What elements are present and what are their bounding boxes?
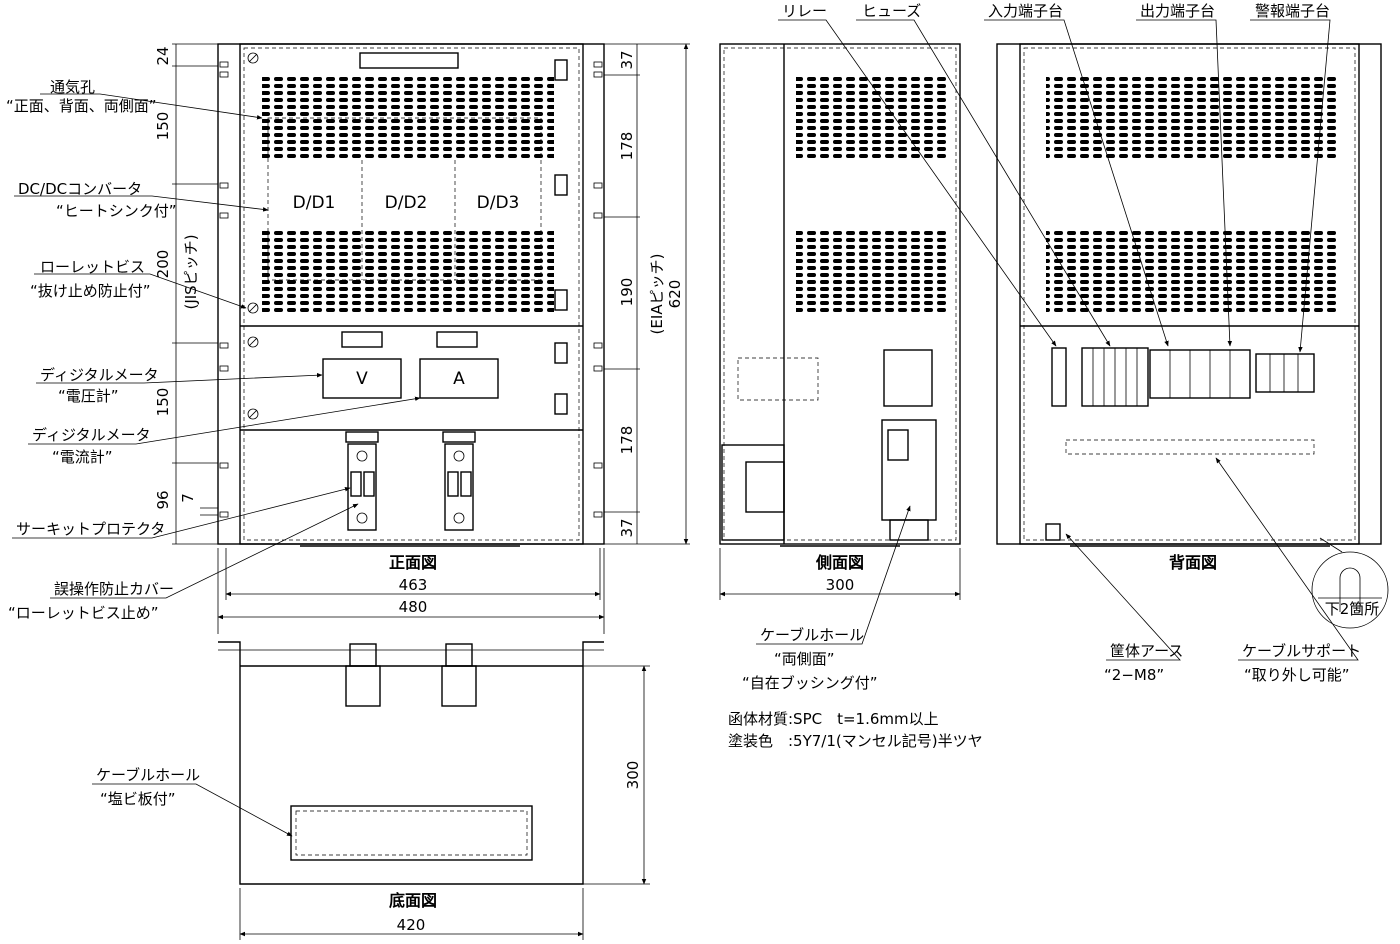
svg-text:ケーブルホール: ケーブルホール [96,766,200,784]
hinge-icon [554,59,568,415]
svg-text:入力端子台: 入力端子台 [988,2,1063,20]
svg-text:“2−M8”: “2−M8” [1104,666,1164,684]
svg-text:“塩ビ板付”: “塩ビ板付” [100,790,176,808]
cable-support [1065,439,1315,455]
svg-text:下2箇所: 下2箇所 [1325,600,1380,618]
svg-text:(JISピッチ): (JISピッチ) [182,234,200,309]
top-callouts: リレー ヒューズ 入力端子台 出力端子台 警報端子台 ケーブルホール “両側面”… [742,2,1361,692]
svg-text:190: 190 [618,278,636,307]
side-view-title: 側面図 [815,553,864,572]
bottom-cable-hole [290,805,533,861]
svg-text:筐体アース: 筐体アース [1110,642,1183,660]
back-vent-lower [1046,228,1338,313]
svg-text:ヒューズ: ヒューズ [862,2,921,20]
voltmeter [322,358,402,399]
front-view-title: 正面図 [389,553,437,572]
output-terminal-block [1149,349,1251,399]
svg-text:ディジタルメータ: ディジタルメータ [32,426,151,444]
svg-text:誤操作防止カバー: 誤操作防止カバー [54,580,174,598]
svg-text:37: 37 [618,50,636,69]
svg-text:V: V [356,369,368,389]
module-dd1: D/D1 [293,193,336,213]
fuse [1051,347,1067,407]
svg-text:480: 480 [399,598,428,616]
svg-text:塗装色 :5Y7/1(マンセル記号)半ツヤ: 塗装色 :5Y7/1(マンセル記号)半ツヤ [728,732,983,750]
front-vent-lower [262,228,554,313]
svg-text:200: 200 [154,250,172,279]
svg-text:函体材質:SPC t=1.6mm以上: 函体材質:SPC t=1.6mm以上 [728,710,939,728]
svg-text:“抜け止め防止付”: “抜け止め防止付” [30,282,151,300]
side-view: 側面図 300 [719,43,961,600]
svg-text:“自在ブッシング付”: “自在ブッシング付” [742,674,878,692]
svg-text:463: 463 [399,576,428,594]
svg-text:ケーブルサポート: ケーブルサポート [1242,642,1361,660]
bottom-view: 底面図 420 300 [218,641,650,940]
svg-text:96: 96 [154,490,172,509]
svg-text:150: 150 [154,112,172,141]
side-vent-upper [796,75,946,160]
svg-text:“正面、背面、両側面”: “正面、背面、両側面” [6,97,157,115]
svg-text:通気孔: 通気孔 [50,78,95,96]
svg-text:警報端子台: 警報端子台 [1255,2,1330,20]
relay [883,349,933,407]
svg-text:サーキットプロテクタ: サーキットプロテクタ [16,520,165,538]
back-vent-upper [1046,75,1338,160]
svg-text:“ローレットビス止め”: “ローレットビス止め” [8,604,159,622]
back-view: 背面図 下2箇所 [996,43,1389,629]
svg-text:620: 620 [666,280,684,309]
knurl-screw-icon [247,52,259,420]
svg-text:“両側面”: “両側面” [774,650,835,668]
front-nameplate [359,52,459,69]
svg-text:A: A [453,369,465,389]
circuit-protector-1 [345,431,379,531]
svg-text:“電流計”: “電流計” [52,448,113,466]
module-dd2: D/D2 [385,193,428,213]
svg-text:150: 150 [154,388,172,417]
svg-text:“ヒートシンク付”: “ヒートシンク付” [56,202,177,220]
svg-text:178: 178 [618,132,636,161]
svg-text:ケーブルホール: ケーブルホール [760,626,864,644]
svg-text:“取り外し可能”: “取り外し可能” [1244,666,1350,684]
svg-text:300: 300 [624,761,642,790]
svg-text:300: 300 [826,576,855,594]
svg-text:DC/DCコンバータ: DC/DCコンバータ [18,180,142,198]
svg-text:リレー: リレー [782,2,827,20]
ammeter [419,358,499,399]
alarm-terminal-block [1255,353,1315,393]
spec-notes: 函体材質:SPC t=1.6mm以上 塗装色 :5Y7/1(マンセル記号)半ツヤ [728,710,983,750]
svg-text:7: 7 [179,493,197,503]
svg-text:420: 420 [397,916,426,934]
bottom-view-title: 底面図 [389,891,437,910]
left-callouts: 通気孔 “正面、背面、両側面” DC/DCコンバータ “ヒートシンク付” ローレ… [6,78,421,837]
rack-ear-icon [219,61,603,518]
svg-text:(EIAピッチ): (EIAピッチ) [648,254,666,335]
svg-text:24: 24 [154,46,172,65]
side-vent-lower [796,228,946,313]
side-cable-hole [881,419,937,521]
front-view: D/D1 D/D2 D/D3 [217,43,605,572]
circuit-protector-2 [442,431,476,531]
chassis-earth [1045,523,1061,541]
front-dimensions: 463 480 24 150 200 (JISピッチ) 150 96 7 37 … [154,43,690,634]
front-vent-upper [262,75,554,160]
svg-text:ローレットビス: ローレットビス [40,258,145,276]
svg-text:37: 37 [618,518,636,537]
svg-text:出力端子台: 出力端子台 [1140,2,1215,20]
svg-text:178: 178 [618,426,636,455]
svg-text:ディジタルメータ: ディジタルメータ [40,366,159,384]
back-view-title: 背面図 [1169,553,1217,572]
svg-text:“電圧計”: “電圧計” [58,387,119,405]
module-dd3: D/D3 [477,193,520,213]
